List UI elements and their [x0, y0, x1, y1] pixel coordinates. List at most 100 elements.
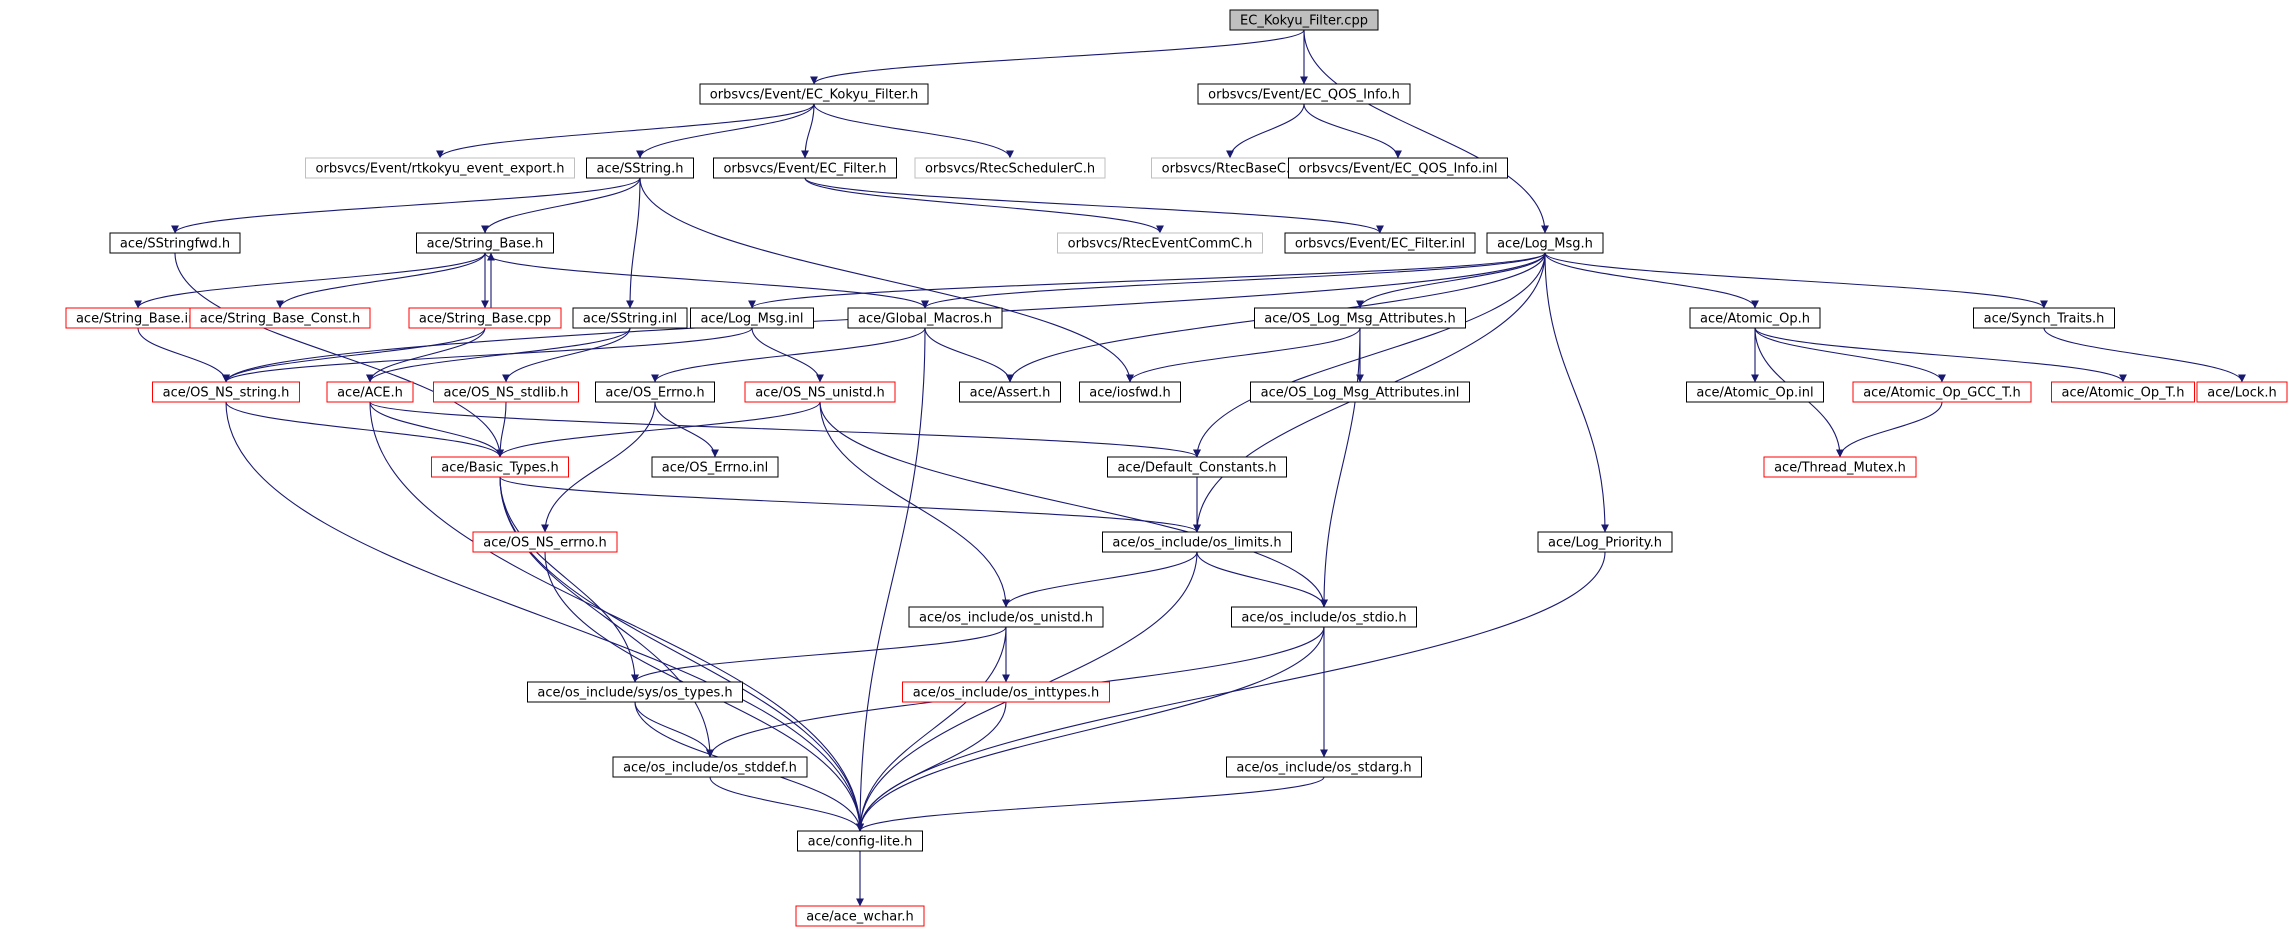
node-os-ns-unistd[interactable]: ace/OS_NS_unistd.h — [744, 381, 896, 403]
edge-logmsg-inl-to-os-ns-string — [222, 327, 753, 383]
node-assert-h[interactable]: ace/Assert.h — [959, 381, 1061, 403]
node-qos-inl[interactable]: orbsvcs/Event/EC_QOS_Info.inl — [1288, 157, 1508, 179]
edge-basic-types-to-os-types — [499, 476, 639, 683]
node-box — [1231, 606, 1417, 628]
node-qos-h[interactable]: orbsvcs/Event/EC_QOS_Info.h — [1197, 83, 1411, 105]
node-label: ace/Basic_Types.h — [441, 461, 558, 476]
edge-os-stdarg-to-config-lite — [856, 776, 1325, 832]
edge-os-limits-to-os-stdio — [1196, 551, 1328, 608]
node-config-lite[interactable]: ace/config-lite.h — [797, 830, 923, 852]
node-os-ns-errno[interactable]: ace/OS_NS_errno.h — [472, 531, 618, 553]
edge-logmsg-h-to-globalmacros — [921, 252, 1546, 309]
node-os-stdarg[interactable]: ace/os_include/os_stdarg.h — [1226, 756, 1422, 778]
node-sstringfwd[interactable]: ace/SStringfwd.h — [109, 232, 241, 254]
node-box — [1973, 307, 2115, 329]
node-default-const[interactable]: ace/Default_Constants.h — [1107, 456, 1287, 478]
node-label: orbsvcs/RtecSchedulerC.h — [925, 162, 1095, 177]
edge-strbase-h-to-strbase-inl — [134, 252, 486, 309]
node-label: ace/os_include/os_inttypes.h — [913, 686, 1100, 701]
node-box — [408, 307, 562, 329]
node-basic-types[interactable]: ace/Basic_Types.h — [431, 456, 569, 478]
node-box — [795, 905, 925, 927]
node-iosfwd-h[interactable]: ace/iosfwd.h — [1079, 381, 1181, 403]
node-label: ace/os_include/os_unistd.h — [919, 611, 1093, 626]
edge-os-ns-string-to-basic-types — [225, 401, 504, 458]
node-rtsched[interactable]: orbsvcs/RtecSchedulerC.h — [914, 157, 1106, 179]
node-atomic-t[interactable]: ace/Atomic_Op_T.h — [2051, 381, 2195, 403]
node-label: ace/Log_Msg.inl — [700, 312, 803, 327]
node-sstring-inl[interactable]: ace/SString.inl — [572, 307, 688, 329]
edge-os-unistd-to-os-types — [631, 626, 1007, 683]
node-root[interactable]: EC_Kokyu_Filter.cpp — [1229, 9, 1379, 31]
edge-globalmacros-to-os-errno-h — [651, 327, 926, 383]
node-label: orbsvcs/Event/EC_QOS_Info.inl — [1299, 162, 1498, 177]
node-os-ns-stdlib[interactable]: ace/OS_NS_stdlib.h — [433, 381, 579, 403]
node-kokyu-h[interactable]: orbsvcs/Event/EC_Kokyu_Filter.h — [699, 83, 929, 105]
node-box — [1254, 307, 1466, 329]
edge-strbase-cpp-to-os-ns-string — [222, 327, 486, 383]
node-globalmacros[interactable]: ace/Global_Macros.h — [847, 307, 1003, 329]
node-box — [1486, 232, 1604, 254]
edge-os-ns-unistd-to-os-unistd — [819, 401, 1010, 608]
edge-strbase-h-to-globalmacros — [484, 252, 929, 309]
node-thread-mutex[interactable]: ace/Thread_Mutex.h — [1763, 456, 1917, 478]
node-os-errno-h[interactable]: ace/OS_Errno.h — [595, 381, 715, 403]
node-label: ace/os_include/sys/os_types.h — [537, 686, 732, 701]
edge-root-to-kokyu-h — [810, 29, 1305, 85]
node-label: orbsvcs/Event/EC_Filter.inl — [1295, 237, 1465, 252]
node-oslogattr-h[interactable]: ace/OS_Log_Msg_Attributes.h — [1254, 307, 1466, 329]
node-box — [690, 307, 814, 329]
node-label: ace/OS_Log_Msg_Attributes.h — [1264, 312, 1455, 327]
node-box — [1689, 307, 1821, 329]
node-box — [2196, 381, 2288, 403]
node-sstring-h[interactable]: ace/SString.h — [586, 157, 694, 179]
node-ecfilter-h[interactable]: orbsvcs/Event/EC_Filter.h — [713, 157, 897, 179]
node-box — [651, 456, 779, 478]
node-ace-wchar[interactable]: ace/ace_wchar.h — [795, 905, 925, 927]
node-oslogattr-inl[interactable]: ace/OS_Log_Msg_Attributes.inl — [1250, 381, 1470, 403]
node-os-errno-inl[interactable]: ace/OS_Errno.inl — [651, 456, 779, 478]
edge-atomic-gcc-to-thread-mutex — [1836, 401, 1943, 458]
node-logmsg-inl[interactable]: ace/Log_Msg.inl — [690, 307, 814, 329]
node-lock-h[interactable]: ace/Lock.h — [2196, 381, 2288, 403]
node-rtbase[interactable]: orbsvcs/RtecBaseC.h — [1151, 157, 1309, 179]
node-atomic-gcc[interactable]: ace/Atomic_Op_GCC_T.h — [1852, 381, 2032, 403]
edge-sstring-h-to-sstringfwd — [171, 177, 641, 234]
node-os-stdio[interactable]: ace/os_include/os_stdio.h — [1231, 606, 1417, 628]
node-os-stddef[interactable]: ace/os_include/os_stddef.h — [612, 756, 808, 778]
node-label: ace/String_Base.cpp — [419, 312, 551, 327]
edge-basic-types-to-os-stddef — [499, 476, 714, 758]
node-logmsg-h[interactable]: ace/Log_Msg.h — [1486, 232, 1604, 254]
node-os-types[interactable]: ace/os_include/sys/os_types.h — [527, 681, 743, 703]
node-box — [1686, 381, 1824, 403]
node-box — [1537, 531, 1673, 553]
node-log-priority[interactable]: ace/Log_Priority.h — [1537, 531, 1673, 553]
node-box — [527, 681, 743, 703]
node-ecfilter-inl[interactable]: orbsvcs/Event/EC_Filter.inl — [1284, 232, 1476, 254]
node-os-unistd[interactable]: ace/os_include/os_unistd.h — [908, 606, 1104, 628]
node-os-ns-string[interactable]: ace/OS_NS_string.h — [152, 381, 300, 403]
node-atomic-h[interactable]: ace/Atomic_Op.h — [1689, 307, 1821, 329]
node-label: ace/Assert.h — [970, 386, 1051, 401]
node-strbase-inl[interactable]: ace/String_Base.inl — [65, 307, 211, 329]
node-label: orbsvcs/RtecEventCommC.h — [1068, 237, 1253, 252]
edge-logmsg-h-to-atomic-h — [1544, 252, 1759, 309]
node-label: ace/config-lite.h — [808, 835, 913, 850]
edge-logmsg-h-to-default-const — [1193, 252, 1546, 458]
node-rtk-export[interactable]: orbsvcs/Event/rtkokyu_event_export.h — [305, 157, 575, 179]
node-atomic-inl[interactable]: ace/Atomic_Op.inl — [1686, 381, 1824, 403]
node-label: orbsvcs/Event/EC_Filter.h — [723, 162, 886, 177]
node-os-limits[interactable]: ace/os_include/os_limits.h — [1102, 531, 1292, 553]
node-strbase-h[interactable]: ace/String_Base.h — [416, 232, 554, 254]
node-os-inttypes[interactable]: ace/os_include/os_inttypes.h — [902, 681, 1110, 703]
node-ace-h[interactable]: ace/ACE.h — [326, 381, 414, 403]
node-rtevent[interactable]: orbsvcs/RtecEventCommC.h — [1057, 232, 1263, 254]
node-label: ace/String_Base_Const.h — [200, 312, 360, 327]
node-synch-traits[interactable]: ace/Synch_Traits.h — [1973, 307, 2115, 329]
node-label: ace/OS_NS_unistd.h — [755, 386, 885, 401]
edge-os-errno-h-to-os-ns-errno — [541, 401, 656, 533]
edge-os-stddef-to-config-lite — [709, 776, 864, 832]
node-box — [433, 381, 579, 403]
node-strbase-cpp[interactable]: ace/String_Base.cpp — [408, 307, 562, 329]
node-strbase-const[interactable]: ace/String_Base_Const.h — [189, 307, 371, 329]
